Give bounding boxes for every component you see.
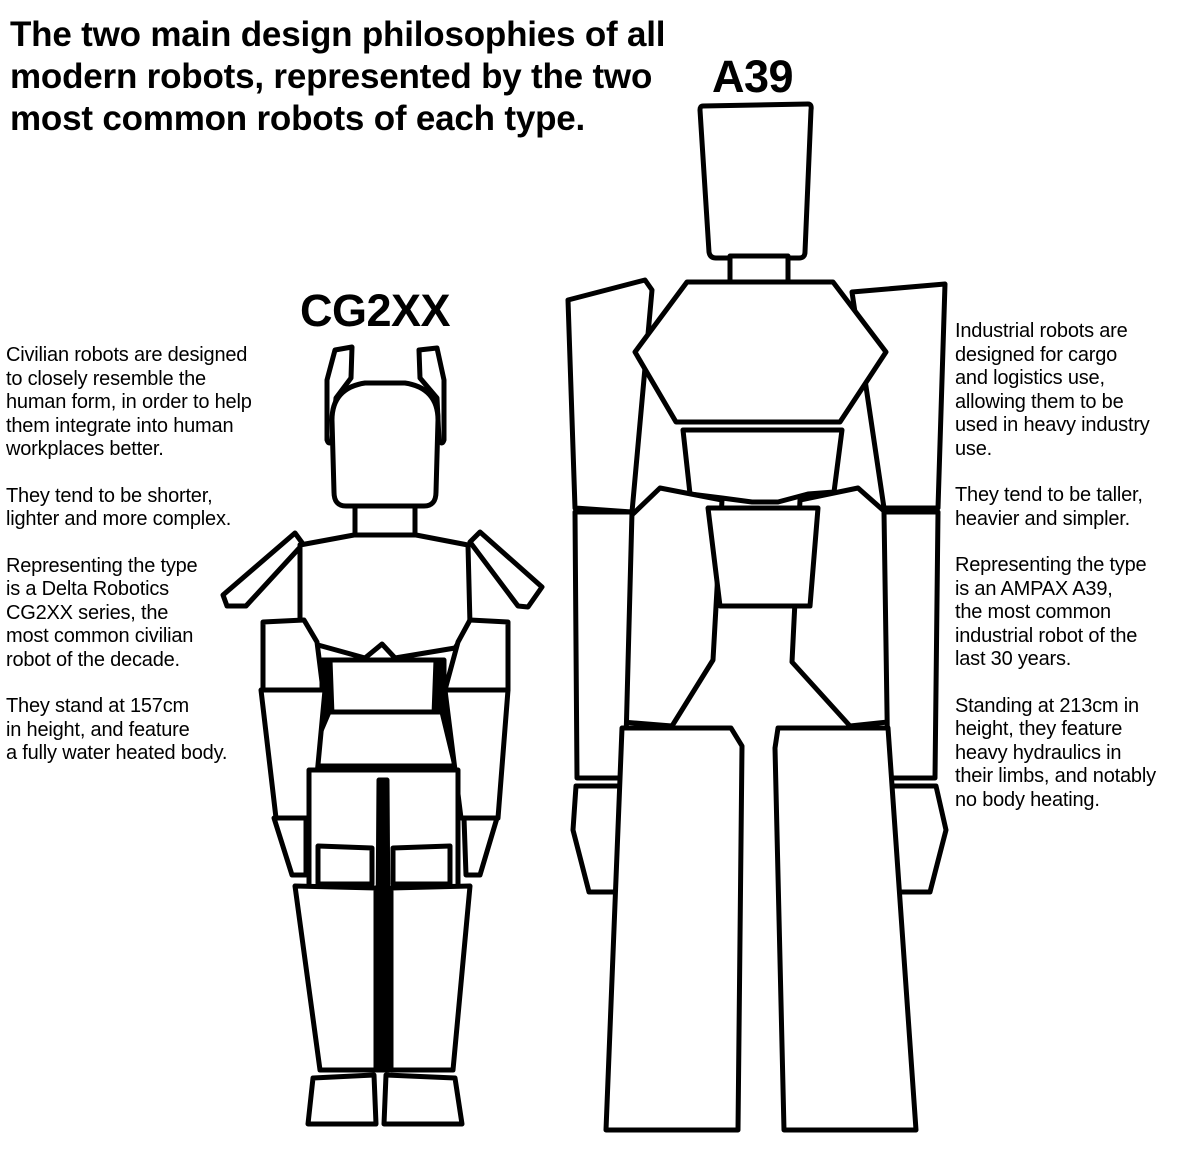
- a39-neck: [727, 253, 791, 285]
- cg2xx-robot: [220, 344, 545, 1127]
- cg2xx-left-shin: [292, 883, 379, 1073]
- a39-robot: [565, 101, 949, 1133]
- a39-right-leg: [772, 725, 919, 1133]
- industrial-paragraph-model: Representing the type is an AMPAX A39, t…: [955, 554, 1147, 670]
- cg2xx-right-shin: [388, 883, 473, 1073]
- cg2xx-leg-divider: [374, 777, 392, 1073]
- a39-right-upper-arm: [849, 281, 948, 511]
- page-title: The two main design philosophies of all …: [10, 15, 666, 138]
- cg2xx-right-upper-arm: [442, 617, 511, 693]
- cg2xx-right-foot: [381, 1072, 465, 1127]
- a39-head: [697, 101, 814, 261]
- industrial-paragraph-intro: Industrial robots are designed for cargo…: [955, 320, 1150, 460]
- a39-left-hand: [570, 783, 628, 895]
- a39-waist: [680, 427, 845, 505]
- cg2xx-right-shoulder: [467, 529, 545, 610]
- industrial-description: Industrial robots are designed for cargo…: [955, 320, 1195, 835]
- civilian-paragraph-specs: They stand at 157cm in height, and featu…: [6, 695, 228, 764]
- cg2xx-head: [329, 380, 441, 509]
- cg2xx-left-knee: [315, 843, 375, 887]
- civilian-paragraph-intro: Civilian robots are designed to closely …: [6, 344, 252, 460]
- industrial-paragraph-traits: They tend to be taller, heavier and simp…: [955, 484, 1143, 530]
- civilian-description: Civilian robots are designed to closely …: [6, 344, 296, 789]
- a39-torso: [632, 279, 889, 425]
- cg2xx-right-knee: [390, 843, 453, 887]
- cg2xx-waist: [327, 657, 439, 718]
- a39-left-leg: [603, 725, 745, 1133]
- cg2xx-left-foot: [305, 1072, 379, 1127]
- cg2xx-neck: [352, 503, 418, 538]
- civilian-paragraph-model: Representing the type is a Delta Robotic…: [6, 554, 198, 671]
- cg2xx-pelvis: [303, 709, 458, 769]
- cg2xx-right-hand: [461, 815, 500, 878]
- a39-right-forearm: [881, 509, 941, 781]
- civilian-paragraph-traits: They tend to be shorter, lighter and mor…: [6, 484, 232, 531]
- cg2xx-left-hand: [271, 815, 309, 878]
- cg2xx-chest: [297, 532, 473, 661]
- a39-label: A39: [712, 51, 794, 102]
- cg2xx-label: CG2XX: [300, 285, 451, 336]
- industrial-paragraph-specs: Standing at 213cm in height, they featur…: [955, 694, 1156, 811]
- a39-left-upper-arm: [565, 277, 655, 515]
- a39-pelvis: [705, 505, 821, 609]
